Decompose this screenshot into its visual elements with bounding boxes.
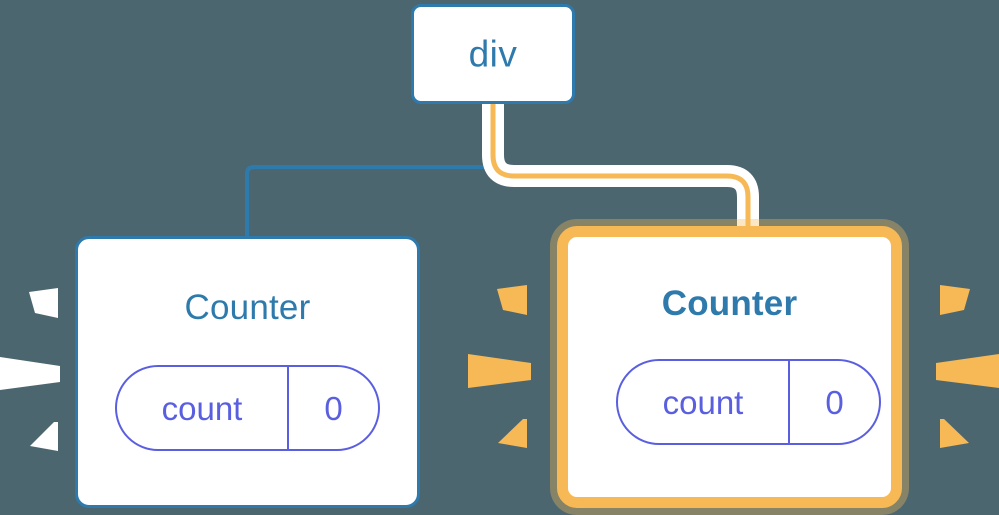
ray-icon-middle-left-orange bbox=[468, 354, 531, 388]
state-pill-counter-left[interactable]: count 0 bbox=[115, 365, 380, 451]
state-pill-divider bbox=[788, 361, 790, 443]
node-div[interactable]: div bbox=[411, 4, 575, 104]
node-counter-left[interactable]: Counter count 0 bbox=[75, 236, 420, 508]
edge-div-to-counter-right bbox=[490, 104, 751, 236]
ray-icon-upper-right-orange bbox=[940, 285, 970, 315]
ray-icon-middle-left-white bbox=[0, 357, 60, 390]
state-key-count: count bbox=[161, 389, 243, 427]
ray-icon-middle-right-orange bbox=[936, 354, 999, 388]
ray-icon-upper-left-white bbox=[29, 288, 58, 318]
state-pill-divider bbox=[287, 367, 289, 449]
node-counter-right-label: Counter bbox=[661, 284, 798, 323]
ray-icon-lower-left-white bbox=[30, 422, 58, 451]
node-counter-right[interactable]: Counter count 0 bbox=[557, 226, 902, 508]
ray-icon-upper-left-orange bbox=[497, 285, 527, 315]
ray-group-counter-right-right bbox=[936, 285, 999, 448]
ray-icon-lower-right-orange bbox=[940, 419, 969, 448]
ray-group-counter-right-left bbox=[468, 285, 531, 448]
state-value-count: 0 bbox=[825, 383, 844, 421]
ray-group-counter-left bbox=[0, 288, 60, 451]
ray-icon-lower-left-orange bbox=[498, 419, 527, 448]
state-key-count: count bbox=[662, 383, 744, 421]
node-div-label: div bbox=[468, 33, 518, 75]
node-counter-left-label: Counter bbox=[184, 288, 311, 327]
state-pill-counter-right[interactable]: count 0 bbox=[616, 359, 881, 445]
state-value-count: 0 bbox=[324, 389, 343, 427]
